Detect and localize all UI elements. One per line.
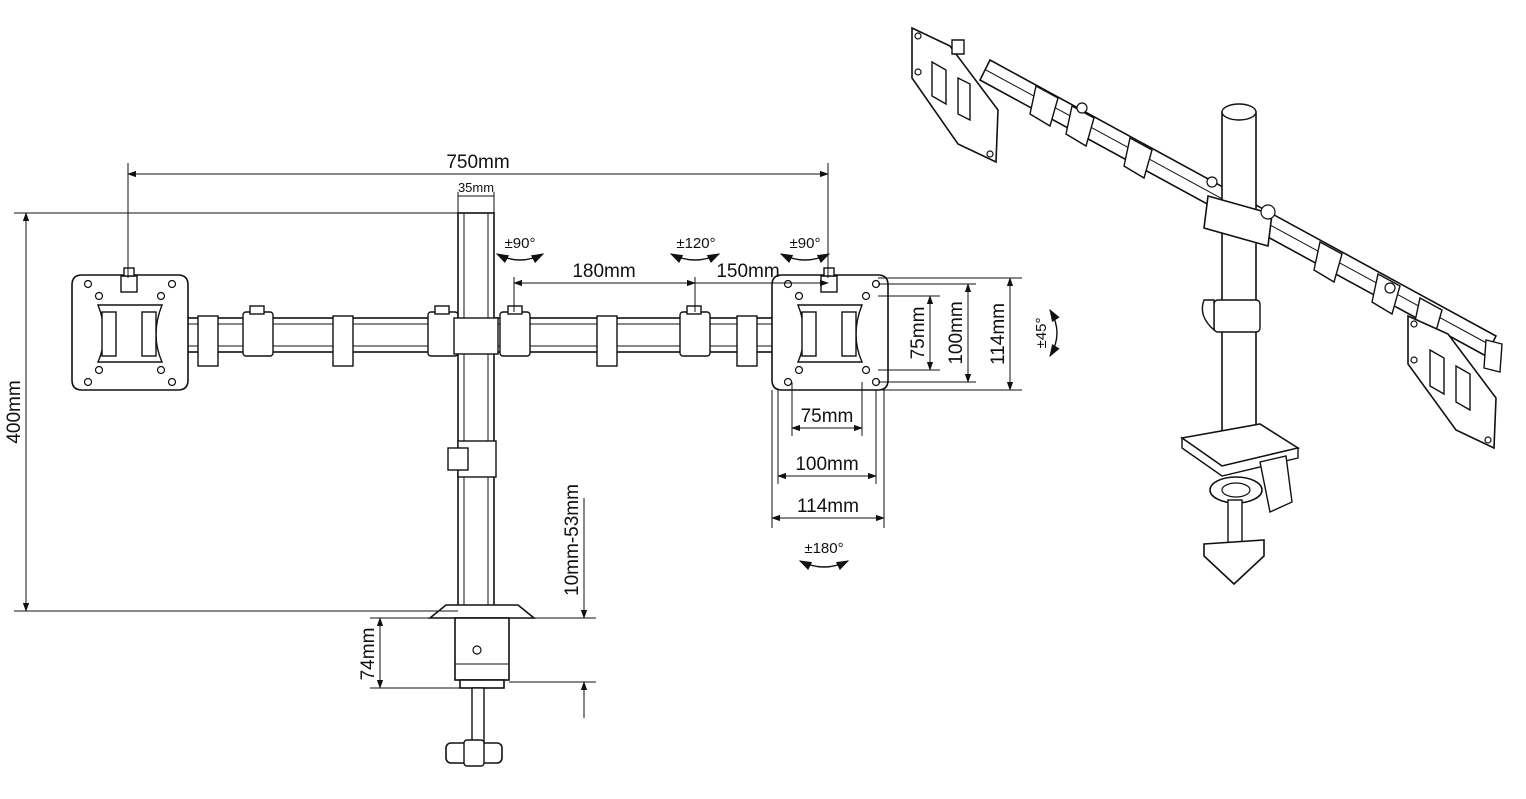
arm-clips xyxy=(197,305,758,367)
pole xyxy=(457,212,495,612)
dim-end-segment: 150mm xyxy=(716,261,779,282)
dim-desk-thickness: 10mm-53mm xyxy=(562,484,583,596)
svg-text:±90°: ±90° xyxy=(505,235,536,252)
dim-clamp-height: 74mm xyxy=(358,628,379,681)
dim-height: 400mm xyxy=(4,380,25,443)
svg-text:±180°: ±180° xyxy=(804,540,843,557)
svg-text:±120°: ±120° xyxy=(676,235,715,252)
desk-clamp xyxy=(427,604,537,767)
iso-clamp xyxy=(1179,423,1301,586)
cable-clip xyxy=(447,447,469,471)
iso-collar xyxy=(1213,299,1261,333)
dim-total-width: 750mm xyxy=(446,152,509,173)
isometric-view xyxy=(911,26,1503,586)
svg-text:±90°: ±90° xyxy=(790,235,821,252)
dim-plate-v: 114mm xyxy=(988,303,1009,365)
svg-text:±45°: ±45° xyxy=(1033,318,1050,349)
front-view: 750mm 35mm 180mm 150mm 400mm 74mm 10mm-5… xyxy=(4,152,1060,767)
vesa-plate-left xyxy=(71,267,189,391)
arm-hub xyxy=(453,317,499,355)
angle-arm-right: ±90° xyxy=(779,235,831,264)
dim-vesa-outer-h: 100mm xyxy=(795,454,858,475)
iso-plate-left xyxy=(911,26,999,164)
iso-plate-right xyxy=(1407,314,1503,450)
dim-arm-segment: 180mm xyxy=(572,261,635,282)
angle-arm-middle: ±120° xyxy=(669,235,721,264)
dim-vesa-inner-v: 75mm xyxy=(908,307,929,360)
dim-vesa-inner-h: 75mm xyxy=(801,406,854,427)
dim-plate-h: 114mm xyxy=(797,496,859,517)
dim-pole-diameter: 35mm xyxy=(458,180,494,195)
angle-tilt: ±45° xyxy=(1033,308,1060,358)
angle-rotation: ±180° xyxy=(798,540,850,571)
dim-vesa-outer-v: 100mm xyxy=(946,301,967,364)
angle-arm-left: ±90° xyxy=(495,235,545,264)
iso-hub xyxy=(1203,194,1273,248)
vesa-plate-right xyxy=(771,267,889,391)
iso-pole xyxy=(1221,111,1257,447)
